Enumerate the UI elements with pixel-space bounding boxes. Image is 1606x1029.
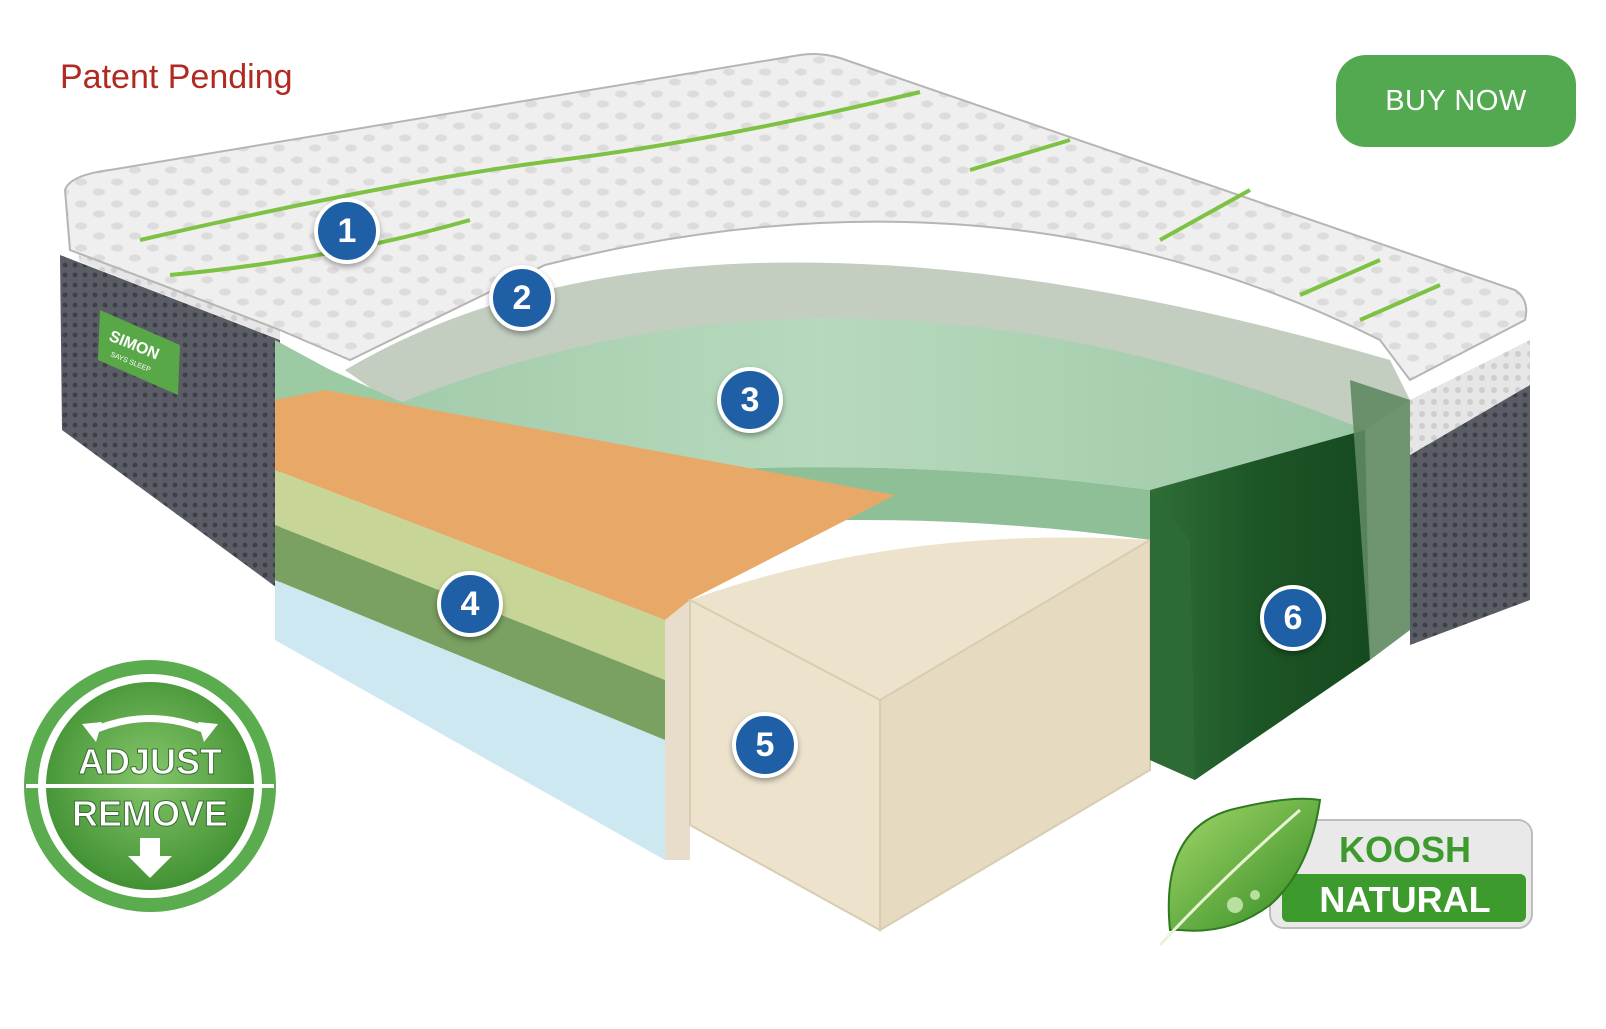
callout-3[interactable]: 3 — [717, 367, 783, 433]
callout-6[interactable]: 6 — [1260, 585, 1326, 651]
koosh-text: KOOSH — [1339, 829, 1471, 870]
brand-tag: SIMON SAYS SLEEP — [98, 310, 180, 395]
curved-arrow-icon — [88, 715, 212, 736]
callout-1[interactable]: 1 — [314, 198, 380, 264]
patent-pending-label: Patent Pending — [60, 58, 293, 96]
koosh-natural-badge: KOOSH NATURAL — [1158, 797, 1533, 947]
badge-adjust-text: ADJUST — [78, 741, 222, 782]
edge-support — [1150, 380, 1410, 780]
adjust-remove-badge: ADJUST REMOVE — [24, 660, 276, 912]
callout-5[interactable]: 5 — [732, 712, 798, 778]
core-block — [689, 537, 1151, 932]
layer-2-band — [345, 262, 1410, 430]
natural-text: NATURAL — [1319, 879, 1490, 920]
badge-remove-text: REMOVE — [72, 793, 228, 834]
buy-now-button[interactable]: BUY NOW — [1336, 55, 1576, 147]
mattress-top-cover — [63, 53, 1528, 382]
down-arrow-icon — [128, 838, 172, 878]
callout-2[interactable]: 2 — [489, 265, 555, 331]
callout-4[interactable]: 4 — [437, 571, 503, 637]
